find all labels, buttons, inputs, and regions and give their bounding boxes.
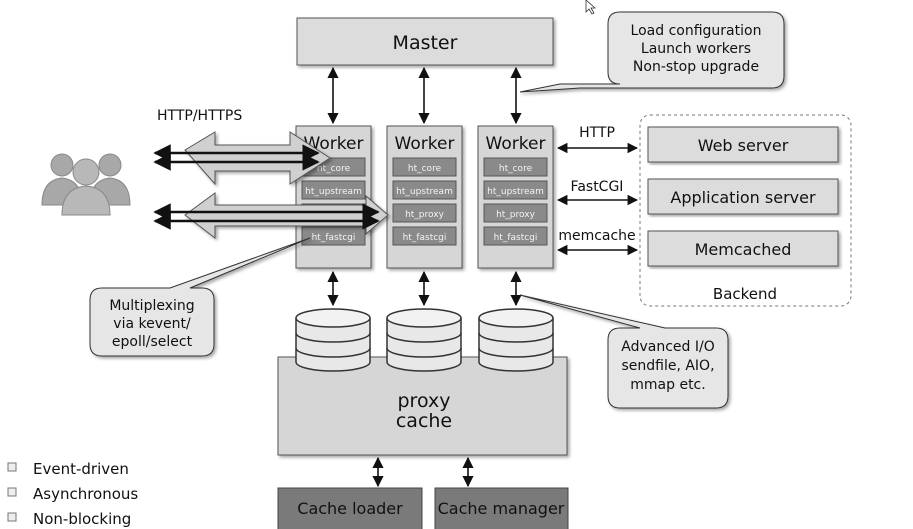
multiplex-note-callout: Multiplexing via kevent/ epoll/select xyxy=(89,237,311,357)
mouse-cursor-icon xyxy=(585,0,597,15)
io-note-callout: Advanced I/O sendfile, AIO, mmap etc. xyxy=(519,294,729,409)
worker-module-label: ht_upstream xyxy=(396,187,453,197)
svg-text:Advanced I/O: Advanced I/O xyxy=(621,339,714,355)
svg-text:Memcached: Memcached xyxy=(695,240,792,259)
svg-text:proxy: proxy xyxy=(398,390,451,412)
worker-module-label: ht_upstream xyxy=(487,187,544,197)
svg-text:HTTP: HTTP xyxy=(579,125,615,141)
worker-title: Worker xyxy=(395,134,455,154)
svg-text:FastCGI: FastCGI xyxy=(571,179,624,195)
cache-process-arrows xyxy=(372,456,474,488)
svg-text:memcache: memcache xyxy=(558,228,635,244)
memcached-box: Memcached xyxy=(647,230,839,267)
svg-text:Load configuration: Load configuration xyxy=(631,23,762,39)
client-connection-arrow-2 xyxy=(153,192,389,240)
svg-text:Cache loader: Cache loader xyxy=(297,499,403,518)
worker-module: ht_upstream xyxy=(392,180,457,200)
application-server-box: Application server xyxy=(647,178,839,215)
svg-text:epoll/select: epoll/select xyxy=(112,334,193,350)
svg-text:cache: cache xyxy=(396,410,452,432)
worker-module-label: ht_fastcgi xyxy=(403,233,447,243)
backend-label: Backend xyxy=(713,285,777,303)
svg-text:Master: Master xyxy=(393,32,458,54)
svg-text:mmap etc.: mmap etc. xyxy=(630,377,705,393)
worker-box: Worker ht_core ht_upstream ht_proxy ht_fastc… xyxy=(386,125,463,269)
disk-icon xyxy=(386,308,462,372)
backend-group: Web server Application server Memcached … xyxy=(639,114,852,307)
svg-text:Asynchronous: Asynchronous xyxy=(33,485,138,503)
worker-module: ht_fastcgi xyxy=(392,226,457,246)
client-connection-arrow-1 xyxy=(153,131,331,186)
worker-module: ht_upstream xyxy=(483,180,548,200)
worker-box: Worker ht_core ht_upstream ht_proxy ht_fastc… xyxy=(477,125,554,269)
users-icon xyxy=(41,153,131,216)
svg-text:sendfile, AIO,: sendfile, AIO, xyxy=(621,358,714,374)
worker-module-label: ht_core xyxy=(499,164,533,174)
cache-loader-box: Cache loader xyxy=(277,487,423,529)
svg-text:Cache manager: Cache manager xyxy=(438,499,565,518)
worker-module: ht_fastcgi xyxy=(483,226,548,246)
worker-module-label: ht_core xyxy=(408,164,442,174)
worker-module: ht_core xyxy=(483,157,548,177)
svg-text:via kevent/: via kevent/ xyxy=(113,316,191,332)
disk-icon xyxy=(295,308,371,372)
disk-icon xyxy=(478,308,554,372)
worker-module-label: ht_core xyxy=(317,164,351,174)
worker-module: ht_fastcgi xyxy=(301,226,366,246)
svg-text:Multiplexing: Multiplexing xyxy=(109,298,194,314)
worker-module-label: ht_proxy xyxy=(405,210,445,220)
svg-text:Launch workers: Launch workers xyxy=(641,41,751,57)
worker-title: Worker xyxy=(486,134,546,154)
cache-manager-box: Cache manager xyxy=(434,487,569,529)
backend-links: HTTP FastCGI memcache xyxy=(556,125,639,256)
worker-module-label: ht_fastcgi xyxy=(494,233,538,243)
svg-text:Web server: Web server xyxy=(698,136,789,155)
worker-module-label: ht_fastcgi xyxy=(312,233,356,243)
web-server-box: Web server xyxy=(647,126,839,163)
svg-text:Non-stop upgrade: Non-stop upgrade xyxy=(633,59,759,75)
worker-module: ht_proxy xyxy=(392,203,457,223)
worker-module-label: ht_proxy xyxy=(496,210,536,220)
worker-module: ht_core xyxy=(392,157,457,177)
worker-module-label: ht_upstream xyxy=(305,187,362,197)
master-box: Master xyxy=(296,17,554,66)
svg-text:Non-blocking: Non-blocking xyxy=(33,510,131,528)
worker-module: ht_proxy xyxy=(483,203,548,223)
master-worker-arrows xyxy=(327,66,522,125)
svg-text:Event-driven: Event-driven xyxy=(33,460,129,478)
feature-list: Event-driven Asynchronous Non-blocking xyxy=(7,460,138,528)
master-note-callout: Load configuration Launch workers Non-st… xyxy=(519,11,785,93)
svg-text:Application server: Application server xyxy=(670,188,816,207)
client-protocol-label: HTTP/HTTPS xyxy=(157,108,242,124)
worker-module: ht_upstream xyxy=(301,180,366,200)
